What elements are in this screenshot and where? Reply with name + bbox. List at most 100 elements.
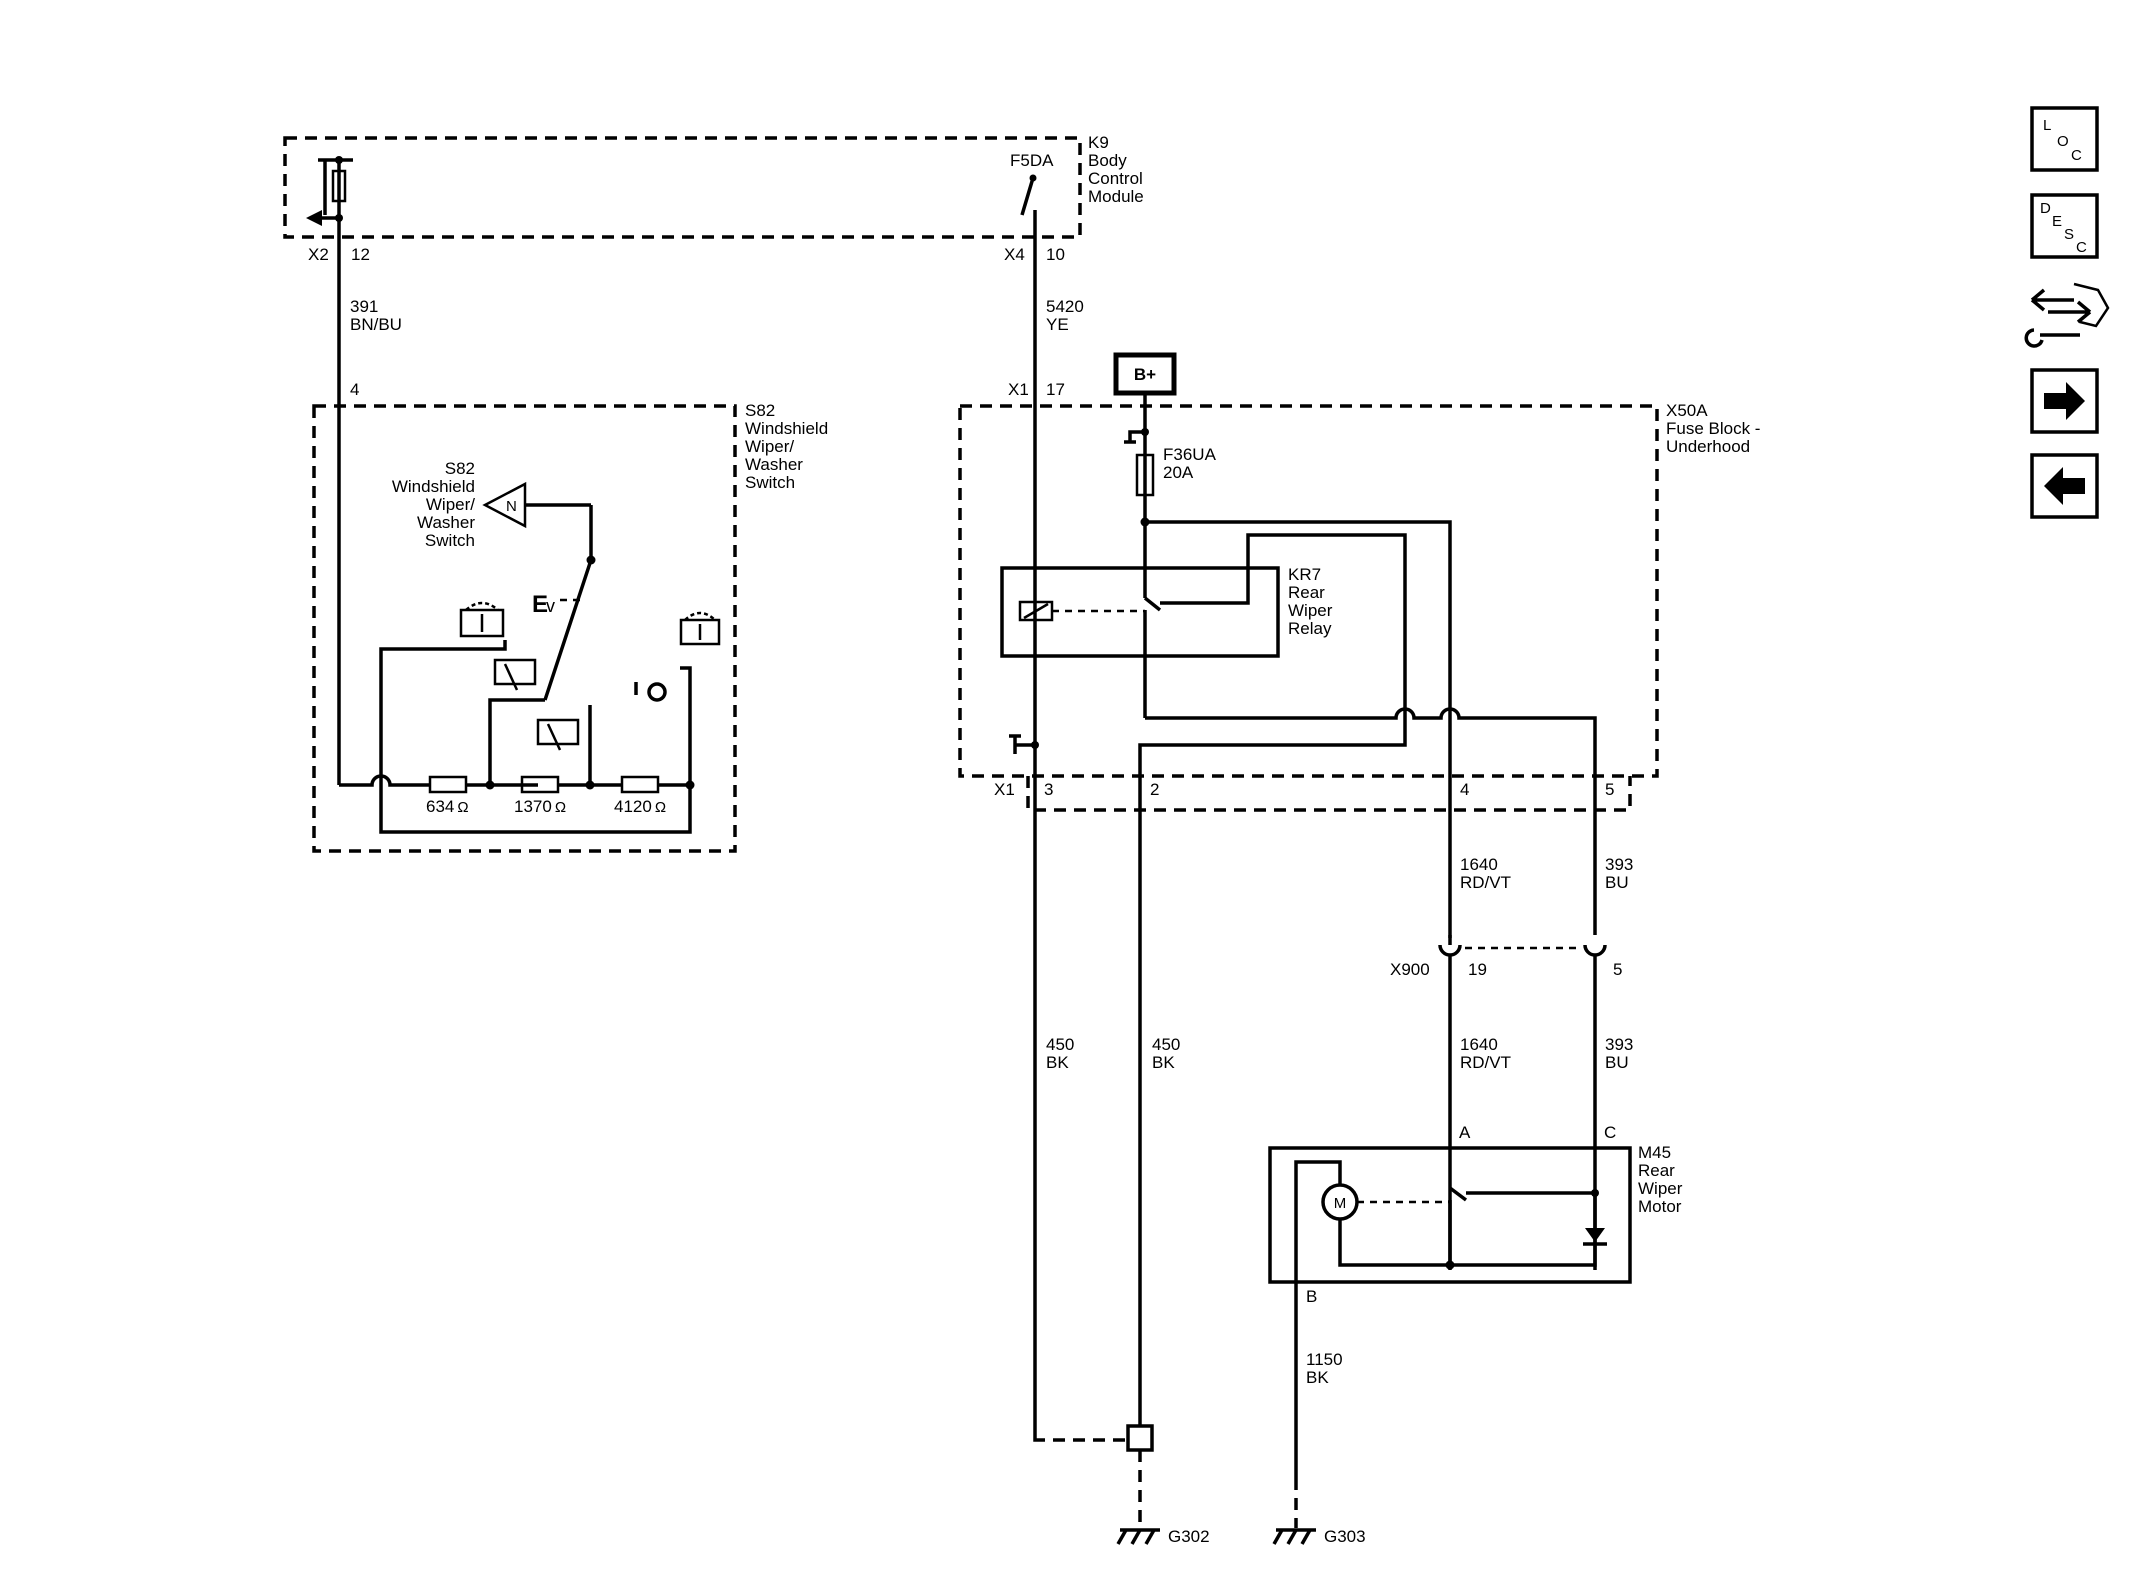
ground-splice-box: [1126, 1424, 1154, 1452]
k9-name-line-3: Module: [1088, 187, 1144, 206]
kr7-name-line-1: Rear: [1288, 583, 1325, 602]
arrow-right-icon[interactable]: [2030, 368, 2099, 434]
wire-1640-lower-color: RD/VT: [1460, 1053, 1511, 1072]
m45-pin-b: B: [1306, 1287, 1317, 1306]
m45-name-line-1: Rear: [1638, 1161, 1675, 1180]
s82-resistor-1: [428, 775, 468, 794]
x50a-bus-to-pin5: [1145, 707, 1597, 935]
wire-450-a-circuit: 450: [1046, 1035, 1074, 1054]
s82-inner-name-3: Washer: [417, 513, 475, 532]
k9-conn-left: X2: [308, 245, 329, 264]
x50a-pin3-terminal-icon: [1009, 734, 1035, 754]
nav-desc-button[interactable]: D E S C: [2030, 193, 2099, 259]
wire-1640-upper-circuit: 1640: [1460, 855, 1498, 874]
s82-node-1: [485, 780, 495, 790]
x50a-fuse-block: X50A Fuse Block - Underhood X1 17 B+ F36…: [958, 352, 1760, 1345]
s82-switch-blade: [543, 559, 593, 701]
s82-wash-symbol-icon: E: [532, 591, 548, 618]
x50a-pin-top: 17: [1046, 380, 1065, 399]
s82-name-line-1: Windshield: [745, 419, 828, 438]
wire-1640-upper-color: RD/VT: [1460, 873, 1511, 892]
s82-inner-ref: S82: [445, 459, 475, 478]
kr7-relay-housing: [1000, 566, 1280, 658]
kr7-coil-diagonal: [1023, 602, 1049, 620]
wire-391-color: BN/BU: [350, 315, 402, 334]
s82-wiper-washer-switch: 4 S82 Windshield Wiper/ Washer Switch S8…: [312, 380, 828, 853]
s82-contact-trace-1: [379, 640, 507, 785]
g302-ground-icon: [1116, 1528, 1160, 1545]
x900-pin-19: 19: [1468, 960, 1487, 979]
wire-393-upper-circuit: 393: [1605, 855, 1633, 874]
m45-name-line-2: Wiper: [1638, 1179, 1683, 1198]
s82-name-line-2: Wiper/: [745, 437, 794, 456]
s82-resistor-3: [620, 775, 660, 794]
s82-intermittent-icon-1: [493, 658, 537, 691]
wire-393-lower-color: BU: [1605, 1053, 1629, 1072]
arrow-left-icon[interactable]: [2030, 453, 2099, 519]
g303-ground-icon: [1272, 1528, 1316, 1545]
wire-1150-circuit: 1150: [1306, 1350, 1343, 1369]
x50a-conn-top: X1: [1008, 380, 1029, 399]
f36ua-label: F36UA: [1163, 445, 1217, 464]
g302-label: G302: [1168, 1527, 1210, 1546]
s82-inner-name-2: Wiper/: [426, 495, 475, 514]
kr7-ref: KR7: [1288, 565, 1321, 584]
m45-park-switch-blade: [1448, 1186, 1468, 1202]
wire-1640-lower-circuit: 1640: [1460, 1035, 1498, 1054]
k9-name-line-1: Body: [1088, 151, 1127, 170]
wire-450-b-color: BK: [1152, 1053, 1175, 1072]
x50a-bottom-connector: [1026, 776, 1632, 812]
nav-loc-button[interactable]: L O C: [2030, 106, 2099, 172]
s82-neutral-triangle-icon: [482, 481, 527, 529]
s82-name-line-3: Washer: [745, 455, 803, 474]
s82-contact-trace-2: [488, 698, 545, 785]
k9-switch-blade: [1020, 177, 1035, 216]
m45-name-line-3: Motor: [1638, 1197, 1682, 1216]
m45-return-loop: [1338, 1193, 1597, 1267]
k9-conn-right: X4: [1004, 245, 1025, 264]
s82-pin: 4: [350, 380, 359, 399]
s82-housing: [312, 404, 737, 853]
k9-input-arrow-icon: [306, 210, 322, 226]
k9-fuse-label: F5DA: [1010, 151, 1054, 170]
s82-ladder-input: [339, 774, 430, 787]
kr7-output-path: [1160, 533, 1407, 712]
s82-node-2: [585, 780, 595, 790]
k9-ref: K9: [1088, 133, 1109, 152]
s82-spray-icon: v: [546, 596, 555, 616]
s82-inner-name-1: Windshield: [392, 477, 475, 496]
s82-ladder-return: [379, 785, 692, 834]
nav-desc-letter-4: C: [2076, 239, 2087, 256]
s82-intermittent-icon-2: [536, 718, 580, 751]
f36ua-rating: 20A: [1163, 463, 1194, 482]
x900-pin5-socket: [1583, 944, 1607, 957]
k9-housing: [283, 136, 1082, 239]
m45-diode-icon: [1585, 1228, 1605, 1242]
x50a-housing: [958, 404, 1659, 778]
s82-name-line-4: Switch: [745, 473, 795, 492]
m45-housing: [1268, 1146, 1632, 1284]
x900-connector: X900 19 5: [1390, 935, 1622, 979]
s82-contact-trace-4: [680, 666, 692, 785]
connector-wrench-icon[interactable]: [2024, 282, 2110, 348]
battery-plus-box: [1113, 352, 1177, 396]
m45-motor-symbol: M: [1334, 1195, 1347, 1212]
wire-450-shield-link: [1033, 1438, 1128, 1442]
s82-neutral-symbol: N: [506, 498, 517, 515]
wire-450-pin2: [1138, 743, 1145, 1345]
x900-ref: X900: [1390, 960, 1430, 979]
nav-loc-letter-2: O: [2057, 133, 2069, 150]
s82-inner-name-4: Switch: [425, 531, 475, 550]
x50a-ref: X50A: [1666, 401, 1708, 420]
x50a-pin-3: 3: [1044, 780, 1053, 799]
nav-desc-letter-2: E: [2052, 213, 2062, 230]
x50a-pin-2: 2: [1150, 780, 1159, 799]
wire-5420-circuit: 5420: [1046, 297, 1084, 316]
k9-name-line-2: Control: [1088, 169, 1143, 188]
k9-pin-right: 10: [1046, 245, 1065, 264]
x50a-pin-4: 4: [1460, 780, 1469, 799]
